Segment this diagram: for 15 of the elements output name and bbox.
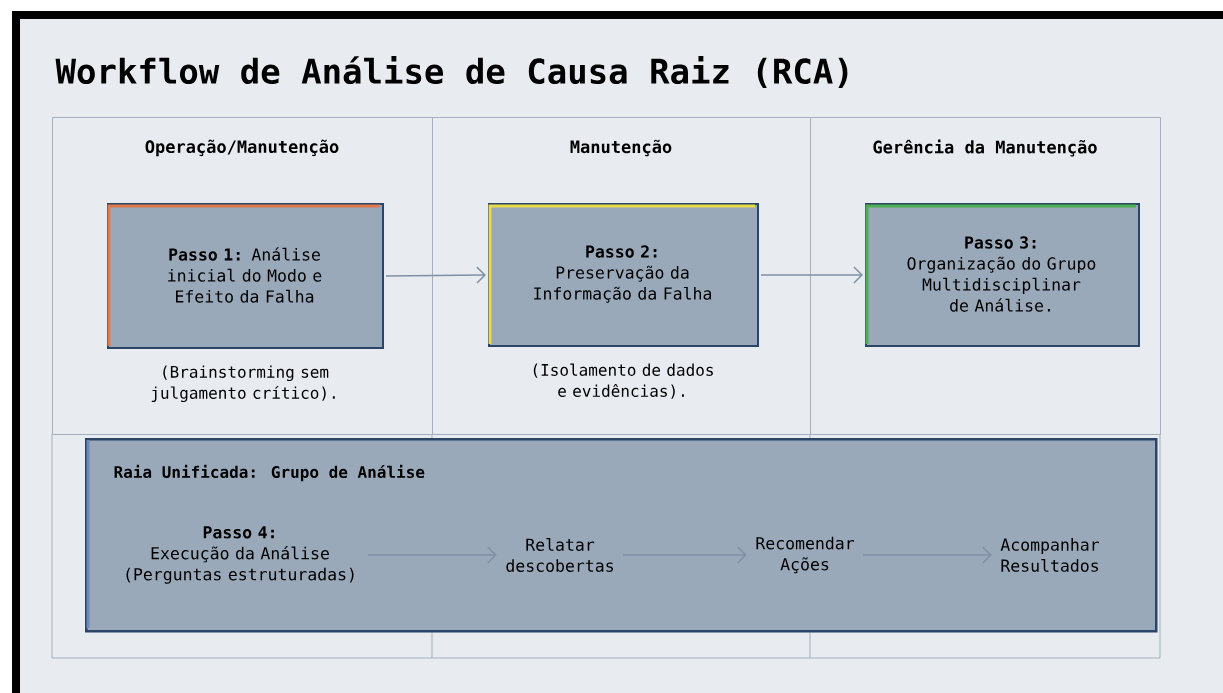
process-box: Passo 3: Organização do Grupo Multidisciplinar de Análise. bbox=[865, 203, 1140, 347]
step-text: Acompanhar Resultados bbox=[1000, 538, 1100, 572]
process-box: Passo 2: Preservação da Informação da Falha bbox=[488, 203, 759, 347]
title: Workflow de Análise de Causa Raiz (RCA) bbox=[55, 55, 848, 89]
step-text: Recomendar Ações bbox=[756, 536, 855, 574]
arrow bbox=[622, 546, 747, 564]
process-box: Passo 1: Análise inicial do Modo e Efeito da Falha bbox=[107, 203, 384, 349]
step-text: Passo 4: Execução da Análise (Perguntas estruturadas) bbox=[126, 526, 354, 584]
caption-text: (Isolamento de dados e evidências). bbox=[533, 363, 713, 399]
step-text: Relatar descobertas bbox=[506, 538, 613, 572]
caption-text: (Brainstorming sem julgamento crítico). bbox=[151, 365, 335, 403]
arrow bbox=[385, 266, 486, 284]
arrow bbox=[367, 546, 497, 564]
arrow bbox=[862, 546, 992, 564]
arrow bbox=[760, 266, 863, 284]
